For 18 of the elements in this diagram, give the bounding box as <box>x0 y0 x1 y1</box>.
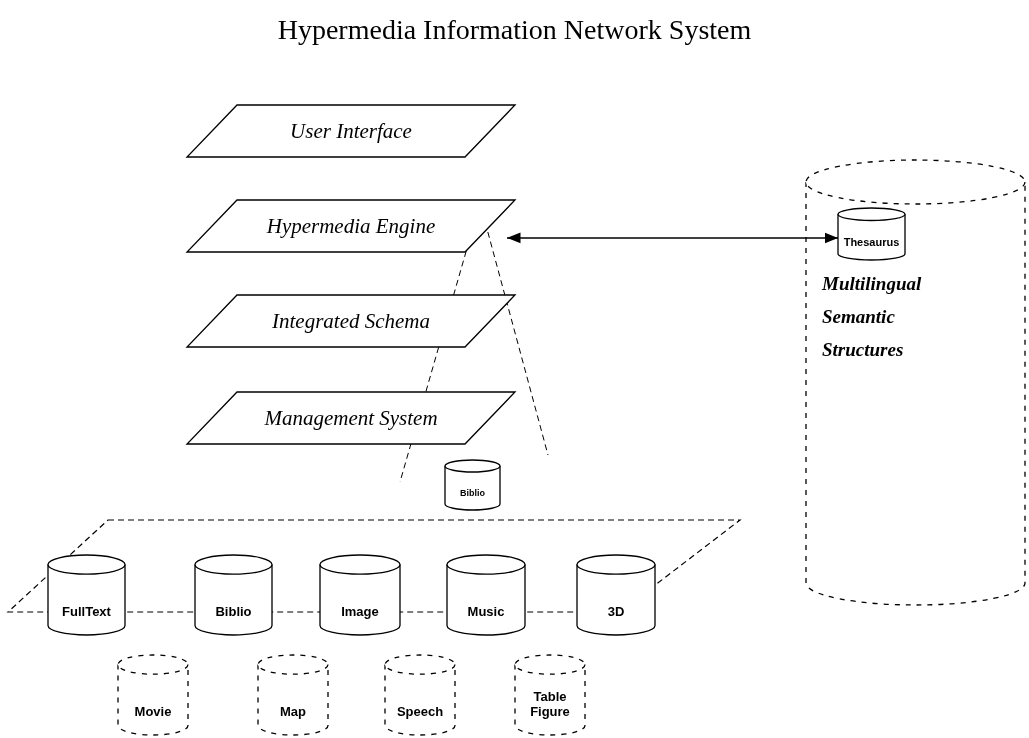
database-label: Biblio <box>214 604 253 619</box>
layer-label: Management System <box>264 405 438 431</box>
layer-label: User Interface <box>290 118 412 144</box>
database-label: FullText <box>61 604 112 619</box>
database-label: Speech <box>395 704 445 719</box>
layer-label: Integrated Schema <box>272 308 430 334</box>
database-label: 3D <box>606 604 626 619</box>
structure-label: Multilingual Semantic Structures <box>822 271 923 363</box>
database-label: Image <box>340 604 380 619</box>
diagram-title: Hypermedia Information Network System <box>276 14 753 46</box>
layer-label: Hypermedia Engine <box>266 213 436 239</box>
database-label: Thesaurus <box>842 236 901 249</box>
database-label: Table Figure <box>529 690 571 719</box>
database-label: Biblio <box>459 489 486 499</box>
database-label: Map <box>279 704 307 719</box>
database-label: Music <box>466 604 506 619</box>
double-arrow <box>506 232 839 244</box>
database-label: Movie <box>133 704 173 719</box>
